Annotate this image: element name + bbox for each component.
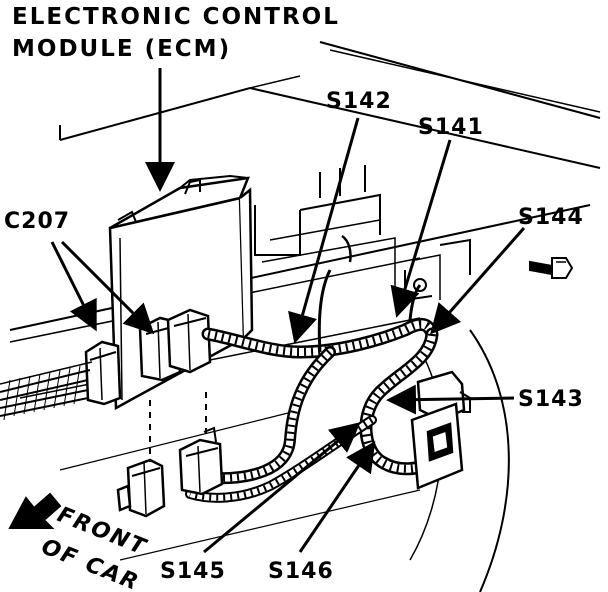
s143-arrow	[386, 384, 515, 415]
s146-arrow	[298, 441, 376, 553]
c207-arrow-left	[50, 241, 97, 332]
ecm-title-line1: ELECTRONIC CONTROL	[12, 4, 340, 30]
s141-arrow	[390, 139, 452, 318]
label-s143: S143	[518, 387, 584, 412]
label-s141: S141	[418, 115, 484, 140]
ecm-title-line2: MODULE (ECM)	[12, 36, 231, 62]
s145-arrow	[203, 422, 361, 554]
ecm-module	[108, 174, 254, 411]
label-s146: S146	[268, 559, 334, 584]
label-s145: S145	[160, 559, 226, 584]
vehicle-structure	[9, 41, 601, 592]
label-s144: S144	[518, 205, 584, 230]
label-s142: S142	[326, 89, 392, 114]
bolt-icon	[529, 257, 574, 279]
lower-connectors	[116, 426, 224, 518]
front-direction-arrow	[8, 492, 62, 529]
label-c207: C207	[4, 209, 70, 234]
left-harness	[0, 361, 93, 421]
c207-arrow-right	[60, 240, 155, 335]
side-connector	[410, 370, 471, 490]
connector-guide-lines	[149, 392, 207, 462]
s142-arrow	[288, 117, 360, 344]
s144-arrow	[430, 227, 526, 335]
callout-arrows	[50, 68, 526, 554]
